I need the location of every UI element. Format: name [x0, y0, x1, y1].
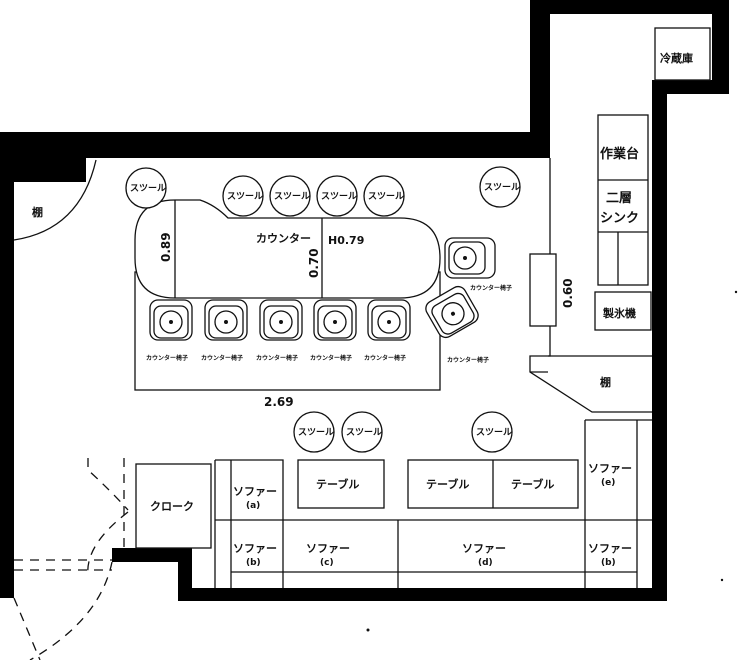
svg-text:カウンター椅子: カウンター椅子 — [256, 354, 298, 362]
stool: スツール — [363, 175, 405, 217]
stools: スツール スツール スツール スツール スツール スツール スツール スツール … — [125, 166, 521, 453]
svg-text:カウンター椅子: カウンター椅子 — [310, 354, 352, 362]
counter-chair: カウンター椅子 — [310, 299, 357, 362]
svg-text:スツール: スツール — [484, 182, 520, 193]
svg-text:ソファー: ソファー — [462, 542, 506, 555]
svg-text:カウンター椅子: カウンター椅子 — [364, 354, 406, 362]
svg-text:カウンター椅子: カウンター椅子 — [201, 354, 243, 362]
svg-text:ソファー: ソファー — [306, 542, 350, 555]
entrance-doors — [13, 458, 129, 660]
svg-text:スツール: スツール — [130, 183, 166, 194]
stool: スツール — [269, 175, 311, 217]
svg-text:ソファー: ソファー — [588, 542, 632, 555]
fridge — [654, 27, 711, 81]
svg-text:スツール: スツール — [298, 427, 334, 438]
sink-label-2: シンク — [600, 211, 639, 226]
worktable-label: 作業台 — [600, 146, 639, 162]
svg-text:(d): (d) — [478, 558, 493, 568]
svg-text:カウンター椅子: カウンター椅子 — [447, 356, 489, 364]
ice-machine — [594, 291, 652, 331]
stool: スツール — [222, 175, 264, 217]
cloak: クローク — [135, 463, 212, 549]
svg-text:テーブル: テーブル — [316, 477, 359, 491]
cloak-label: クローク — [150, 500, 194, 513]
dim-counter-mid: 0.70 — [307, 248, 321, 278]
svg-text:スツール: スツール — [321, 191, 357, 202]
outer-walls — [0, 0, 729, 601]
counter-chairs: カウンター椅子 カウンター椅子 カウンター椅子 カウンター椅子 カウンター椅子 … — [146, 237, 512, 364]
svg-text:(e): (e) — [601, 478, 615, 488]
counter-chair: カウンター椅子 — [201, 299, 248, 362]
sofa-c: ソファー (c) — [306, 542, 350, 568]
svg-text:ソファー: ソファー — [233, 542, 277, 555]
sofas: ソファー (a) ソファー (b) ソファー (c) ソファー (d) ソファー… — [214, 419, 652, 588]
counter-height: H0.79 — [328, 234, 364, 247]
sofa-b: ソファー (b) — [233, 542, 277, 568]
svg-text:ソファー: ソファー — [233, 485, 277, 498]
dim-counter-width: 2.69 — [264, 395, 294, 409]
shelf-left-label: 棚 — [32, 205, 43, 219]
svg-text:(b): (b) — [601, 558, 616, 568]
counter-chair: カウンター椅子 — [256, 299, 303, 362]
dim-kitchen-gap: 0.60 — [561, 278, 575, 308]
svg-text:スツール: スツール — [274, 191, 310, 202]
svg-text:カウンター椅子: カウンター椅子 — [470, 284, 512, 292]
sofa-a: ソファー (a) — [233, 485, 277, 511]
svg-text:カウンター椅子: カウンター椅子 — [146, 354, 188, 362]
table — [297, 459, 385, 509]
shelf-left: 棚 — [13, 159, 97, 241]
ice-machine-label: 製氷機 — [602, 306, 636, 320]
dim-counter-left: 0.89 — [159, 232, 173, 262]
stool: スツール — [125, 167, 167, 209]
stool: スツール — [316, 175, 358, 217]
svg-text:(c): (c) — [320, 558, 334, 568]
svg-text:(b): (b) — [246, 558, 261, 568]
sofa-d: ソファー (d) — [462, 542, 506, 568]
svg-text:テーブル: テーブル — [426, 477, 469, 491]
counter-chair: カウンター椅子 — [364, 299, 411, 362]
stool: スツール — [341, 411, 383, 453]
svg-text:テーブル: テーブル — [511, 477, 554, 491]
stool: スツール — [471, 411, 513, 453]
sofa-b-right: ソファー (b) — [588, 542, 632, 568]
stool: スツール — [293, 411, 335, 453]
sink-label-1: 二層 — [606, 191, 632, 206]
counter-chair: カウンター椅子 — [444, 237, 512, 292]
stool: スツール — [479, 166, 521, 208]
svg-text:スツール: スツール — [368, 191, 404, 202]
fridge-label: 冷蔵庫 — [660, 51, 693, 65]
svg-text:スツール: スツール — [227, 191, 263, 202]
svg-text:(a): (a) — [246, 501, 260, 511]
counter-label: カウンター — [256, 232, 311, 245]
worktable — [597, 114, 649, 286]
shelf-right-label: 棚 — [600, 375, 611, 389]
counter-area: カウンター H0.79 0.89 0.70 2.69 — [134, 199, 441, 409]
svg-text:ソファー: ソファー — [588, 462, 632, 475]
svg-text:スツール: スツール — [476, 427, 512, 438]
counter-chair: カウンター椅子 — [425, 285, 489, 364]
sofa-e: ソファー (e) — [588, 462, 632, 488]
counter-chair: カウンター椅子 — [146, 299, 193, 362]
tables: テーブル テーブル テーブル — [297, 459, 579, 509]
svg-text:スツール: スツール — [346, 427, 382, 438]
kitchen: 0.60 冷蔵庫 作業台 二層 シンク 製氷機 棚 — [529, 27, 711, 413]
